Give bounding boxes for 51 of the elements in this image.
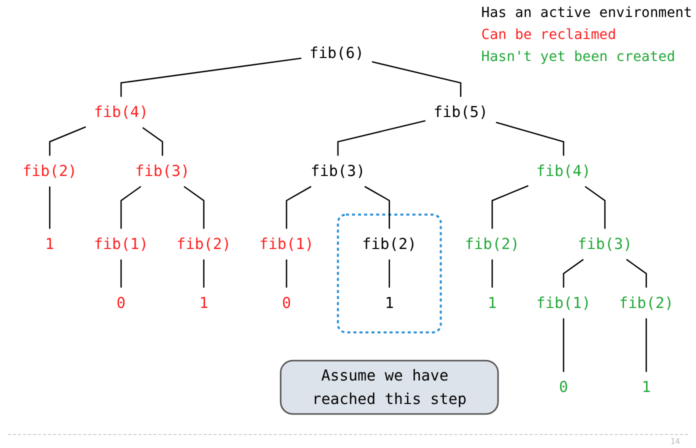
node-text: 0 xyxy=(559,378,568,396)
node-box: Assume we have reached this step xyxy=(280,360,499,415)
legend-entry: Has an active environment xyxy=(481,4,692,23)
page-number: 14 xyxy=(670,437,680,446)
connector xyxy=(49,186,50,229)
connector xyxy=(562,318,564,372)
connector xyxy=(120,186,142,229)
node-text: fib(2) xyxy=(464,234,520,253)
connector xyxy=(142,127,164,156)
node-text: fib(3) xyxy=(578,234,632,253)
connector xyxy=(492,185,528,229)
node-text: 0 xyxy=(116,294,126,312)
connector xyxy=(496,122,564,156)
connector xyxy=(372,61,462,97)
node-text: fib(4) xyxy=(536,162,591,180)
legend-entry: Can be reclaimed xyxy=(481,26,618,45)
connector xyxy=(646,318,647,372)
connector xyxy=(364,186,390,229)
node-text: 1 xyxy=(384,294,394,312)
node-text: fib(5) xyxy=(433,102,488,122)
connector xyxy=(120,58,302,97)
node-text: 1 xyxy=(45,234,54,253)
connector xyxy=(184,186,204,229)
node-text: fib(3) xyxy=(135,162,190,180)
connector xyxy=(49,126,86,156)
connector xyxy=(337,120,426,156)
node-text: 0 xyxy=(282,294,292,312)
connector xyxy=(388,259,390,288)
node-text: fib(2) xyxy=(176,234,232,253)
node-text: 1 xyxy=(199,294,208,312)
connector xyxy=(562,258,584,288)
connector xyxy=(120,259,122,288)
node-text: fib(4) xyxy=(94,102,148,122)
node-text: 1 xyxy=(642,378,651,396)
connector xyxy=(286,186,312,229)
connector xyxy=(203,259,204,288)
connector xyxy=(584,186,606,229)
connector xyxy=(626,258,647,288)
node-text: fib(2) xyxy=(22,162,77,180)
node-text: fib(3) xyxy=(310,162,366,180)
node-text: fib(6) xyxy=(309,44,364,62)
node-text: fib(2) xyxy=(362,234,417,253)
node-text: fib(1) xyxy=(536,294,591,312)
legend-entry: Hasn't yet been created xyxy=(481,48,676,67)
node-text: fib(1) xyxy=(259,234,314,253)
connector xyxy=(286,259,288,288)
connector xyxy=(492,259,493,288)
node-text: fib(1) xyxy=(94,234,148,253)
cluster xyxy=(336,214,442,334)
node-text: fib(2) xyxy=(619,294,674,312)
node-text: 1 xyxy=(488,294,497,312)
